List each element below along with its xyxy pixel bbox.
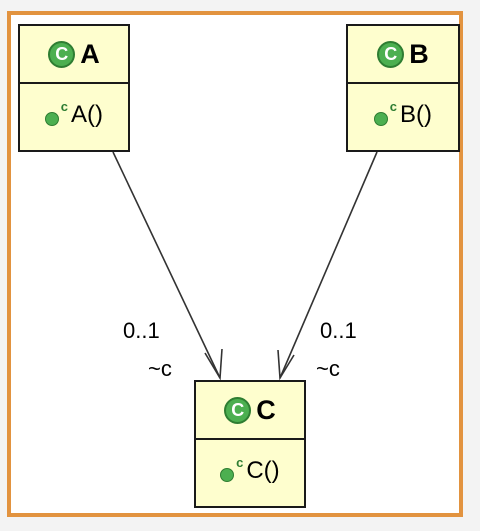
class-c-name: C (256, 394, 276, 425)
class-a-constructor: A() (71, 101, 103, 128)
class-b-header: C B (348, 26, 458, 84)
class-b-constructor: B() (400, 101, 432, 128)
class-icon: C (48, 40, 76, 68)
class-a-members: c A() (20, 84, 128, 146)
association-b-c-arrowhead (277, 349, 295, 381)
constructor-icon: c (45, 99, 69, 128)
constructor-marker: c (389, 99, 397, 114)
constructor-icon: c (220, 455, 244, 484)
class-b-name: B (409, 38, 429, 69)
constructor-dot (45, 112, 59, 126)
constructor-marker: c (60, 99, 68, 114)
multiplicity-label-b-c: 0..1 (320, 318, 357, 343)
class-icon: C (224, 396, 252, 424)
class-c-header: C C (196, 382, 304, 440)
association-b-to-c (277, 151, 378, 381)
class-b-members: c B() (348, 84, 458, 146)
class-c[interactable]: C C c C() (194, 380, 306, 508)
constructor-icon: c (374, 99, 398, 128)
multiplicity-label-a-c: 0..1 (123, 318, 160, 343)
association-b-c-line (279, 151, 378, 379)
association-a-c-line (112, 151, 221, 379)
class-a-name: A (80, 38, 100, 69)
constructor-dot (220, 468, 235, 482)
class-a-header: C A (20, 26, 128, 84)
class-c-members: c C() (196, 440, 304, 502)
association-a-c-arrowhead (204, 348, 223, 381)
constructor-dot (374, 112, 388, 126)
class-icon: C (377, 40, 405, 68)
association-a-to-c (112, 151, 223, 381)
role-label-a-c: ~c (148, 356, 172, 381)
class-b[interactable]: C B c B() (346, 24, 460, 152)
role-label-b-c: ~c (316, 356, 340, 381)
class-a[interactable]: C A c A() (18, 24, 130, 152)
class-c-constructor: C() (246, 457, 280, 484)
constructor-marker: c (236, 455, 244, 470)
